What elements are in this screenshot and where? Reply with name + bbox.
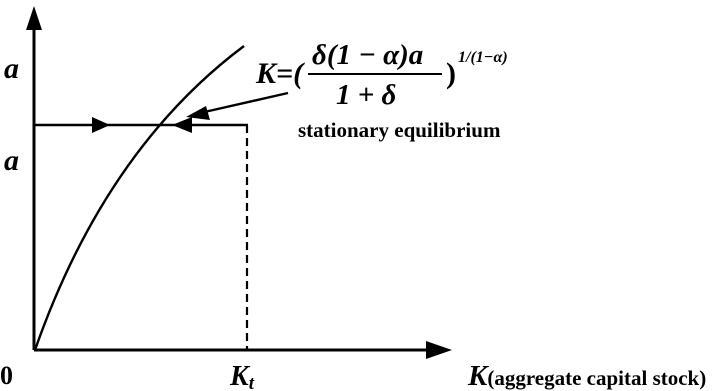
formula-close-paren: ) — [446, 57, 456, 90]
x-tick-label-k: K — [229, 361, 251, 391]
capital-accumulation-curve — [33, 45, 245, 351]
x-axis-arrowhead — [426, 341, 452, 359]
formula-lhs: K=( — [255, 57, 305, 90]
origin-label: 0 — [0, 361, 13, 390]
formula-exponent: 1/(1−α) — [458, 49, 508, 66]
left-convergence-arrow — [92, 117, 110, 133]
x-axis-label: K(aggregate capital stock) — [467, 360, 706, 391]
formula-numerator: δ(1 − α)a — [312, 39, 423, 71]
formula-pointer-arrowhead — [186, 106, 210, 120]
x-axis-label-desc: (aggregate capital stock) — [487, 366, 706, 390]
y-axis-label-top: a — [4, 52, 19, 85]
right-convergence-arrow — [172, 117, 192, 133]
y-axis-arrowhead — [26, 6, 42, 30]
equilibrium-label: stationary equilibrium — [298, 118, 501, 142]
x-tick-label-kt: Kt — [229, 361, 255, 391]
y-axis-label-lower: a — [4, 144, 19, 177]
x-axis-label-k: K — [467, 360, 489, 391]
formula-pointer-arrow — [199, 91, 289, 115]
x-tick-label-t: t — [249, 373, 255, 391]
formula-denominator: 1 + δ — [336, 79, 396, 111]
